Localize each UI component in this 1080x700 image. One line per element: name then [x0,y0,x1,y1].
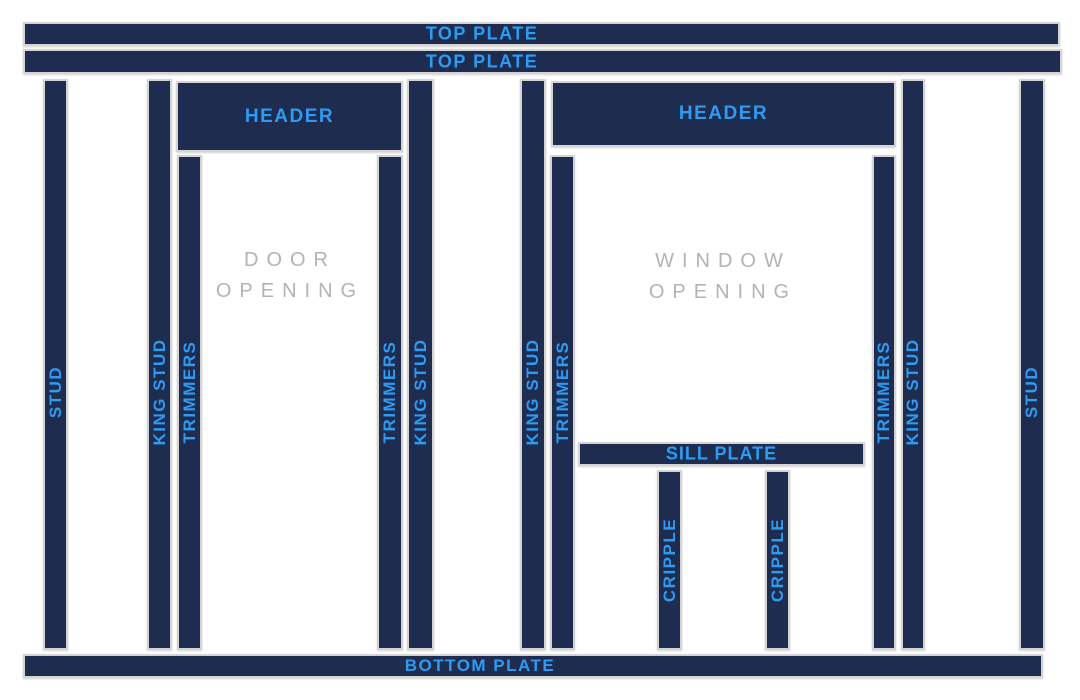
trimmer-window-right: TRIMMERS [872,155,896,650]
door-opening-line1: DOOR [244,249,336,271]
trimmer-window-right-label: TRIMMERS [874,340,893,444]
king-stud-door-left-label: KING STUD [149,338,169,446]
king-stud-window-right: KING STUD [901,79,925,650]
cripple-stud-right-label: CRIPPLE [767,517,787,603]
window-opening-line2: OPENING [648,281,798,303]
top-plate-lower-label: TOP PLATE [425,51,539,71]
bottom-plate: BOTTOM PLATE [23,654,1043,678]
bottom-plate-label: BOTTOM PLATE [404,656,556,675]
trimmer-window-left-label: TRIMMERS [552,340,572,444]
trimmer-door-right-label: TRIMMERS [380,340,399,444]
trimmer-door-left: TRIMMERS [177,155,202,650]
trimmer-door-left-label: TRIMMERS [179,340,199,444]
door-opening-label: DOOR OPENING [216,245,364,307]
king-stud-door-right: KING STUD [407,79,434,650]
door-header: HEADER [176,81,403,152]
window-header-label: HEADER [678,103,769,124]
stud-left: STUD [43,79,68,650]
top-plate-lower: TOP PLATE [23,49,1062,74]
cripple-stud-left: CRIPPLE [657,470,682,650]
stud-right-label: STUD [1022,365,1041,419]
window-header: HEADER [551,81,896,147]
sill-plate: SILL PLATE [578,442,865,466]
sill-plate-label: SILL PLATE [665,443,778,464]
king-stud-window-right-label: KING STUD [903,338,922,446]
stud-left-label: STUD [45,365,65,419]
king-stud-door-right-label: KING STUD [410,338,430,446]
king-stud-door-left: KING STUD [147,79,172,650]
trimmer-window-left: TRIMMERS [550,155,575,650]
top-plate-upper-label: TOP PLATE [425,23,539,44]
trimmer-door-right: TRIMMERS [377,155,403,650]
king-stud-window-left: KING STUD [520,79,546,650]
door-header-label: HEADER [244,105,335,127]
stud-right: STUD [1019,79,1045,650]
window-opening-label: WINDOW OPENING [649,246,797,308]
window-opening-line1: WINDOW [655,250,791,272]
cripple-stud-left-label: CRIPPLE [659,517,679,603]
door-opening-line2: OPENING [215,280,365,302]
top-plate-upper: TOP PLATE [23,22,1060,46]
king-stud-window-left-label: KING STUD [523,338,542,446]
cripple-stud-right: CRIPPLE [765,470,790,650]
